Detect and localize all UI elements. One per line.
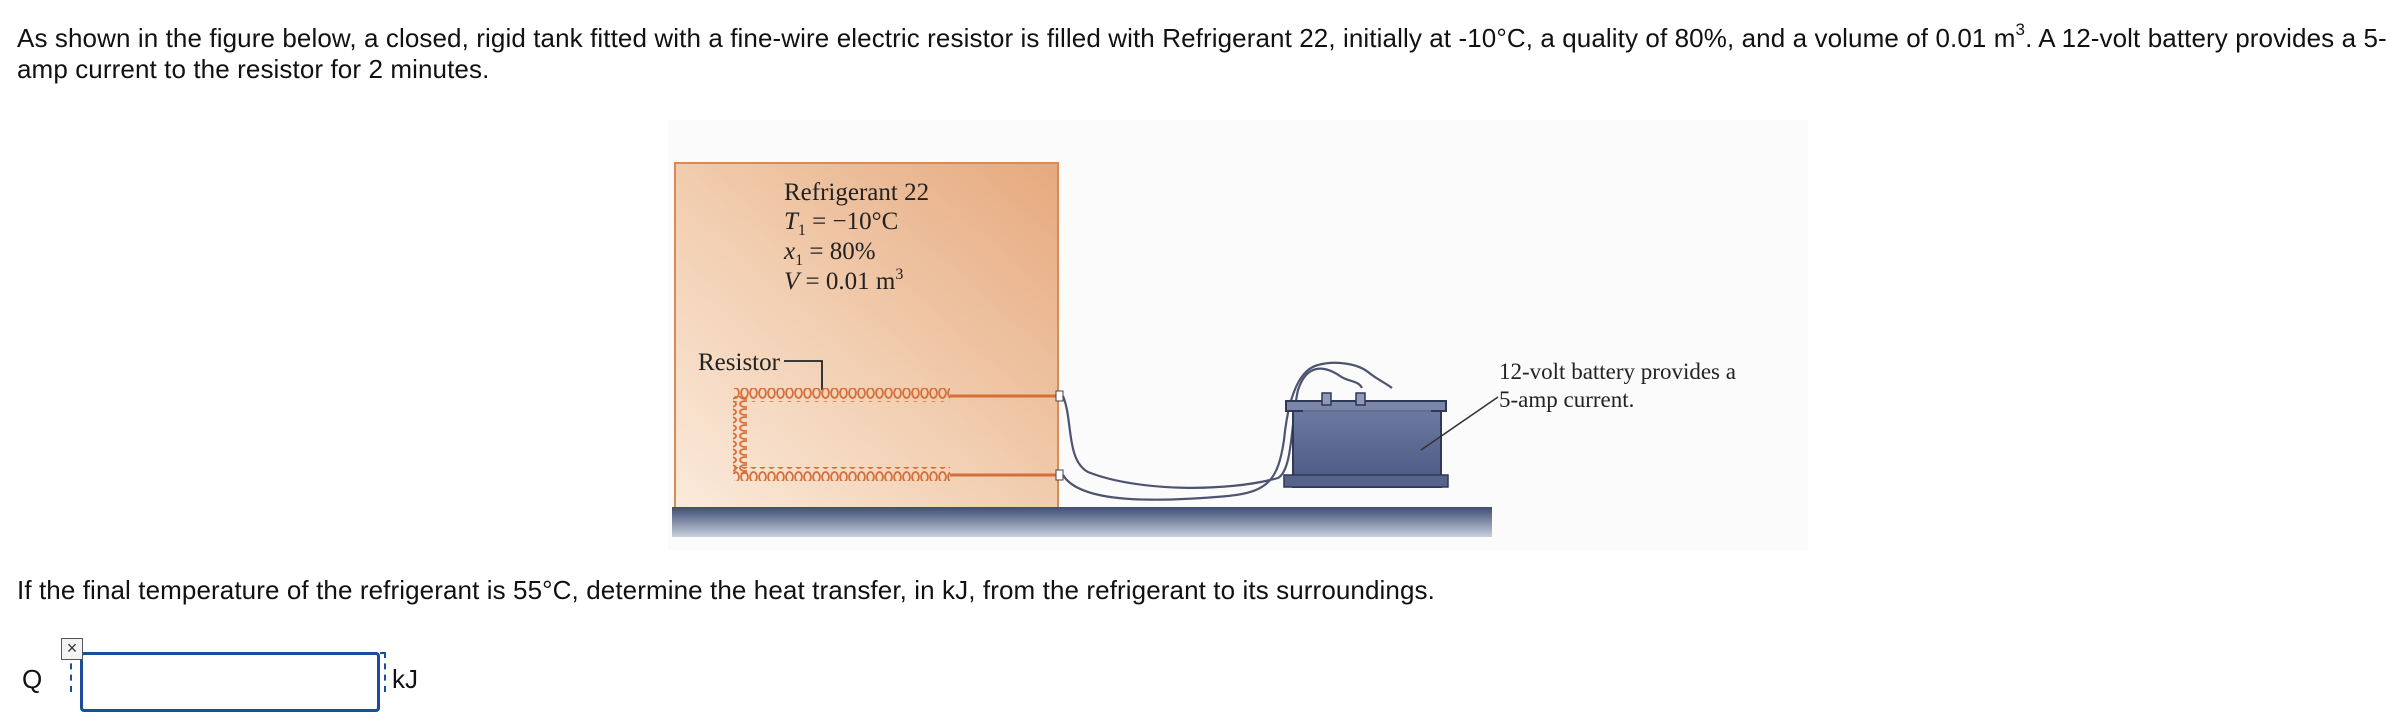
- battery-label-line2: 5-amp current.: [1499, 387, 1634, 412]
- intro-text-end: . A 12-volt battery provides a 5-amp cur…: [17, 23, 2387, 84]
- floor: [672, 507, 1492, 537]
- intro-text: As shown in the figure below, a closed, …: [17, 23, 2016, 53]
- connecting-wires: [1061, 361, 1393, 501]
- battery-label-line1: 12-volt battery provides a: [1499, 359, 1736, 384]
- tank-terminal-bottom: [1055, 469, 1064, 481]
- tank-terminal-top: [1055, 390, 1064, 402]
- resistor-label: Resistor: [698, 349, 781, 376]
- answer-variable-label: Q: [22, 664, 43, 694]
- answer-unit-label: kJ: [392, 664, 418, 694]
- battery-leader-line: [1420, 396, 1499, 451]
- tank-label-quality: x1 = 80%: [783, 238, 876, 269]
- intro-superscript: 3: [2015, 20, 2026, 40]
- tank-label-refrigerant: Refrigerant 22: [784, 179, 929, 206]
- question-text: If the final temperature of the refriger…: [17, 575, 1435, 605]
- resistor-leader-line: [784, 360, 823, 390]
- close-icon[interactable]: ×: [61, 638, 83, 660]
- tank-label-temperature: T1 = −10°C: [784, 208, 898, 239]
- battery: [1283, 392, 1449, 488]
- problem-intro: As shown in the figure below, a closed, …: [17, 20, 2387, 85]
- tank-label-volume: V = 0.01 m3: [784, 266, 903, 295]
- tank-battery-figure: Refrigerant 22 T1 = −10°C x1 = 80% V = 0…: [668, 120, 1808, 550]
- heat-transfer-input[interactable]: [80, 652, 380, 712]
- resistor-coil: [733, 388, 1060, 481]
